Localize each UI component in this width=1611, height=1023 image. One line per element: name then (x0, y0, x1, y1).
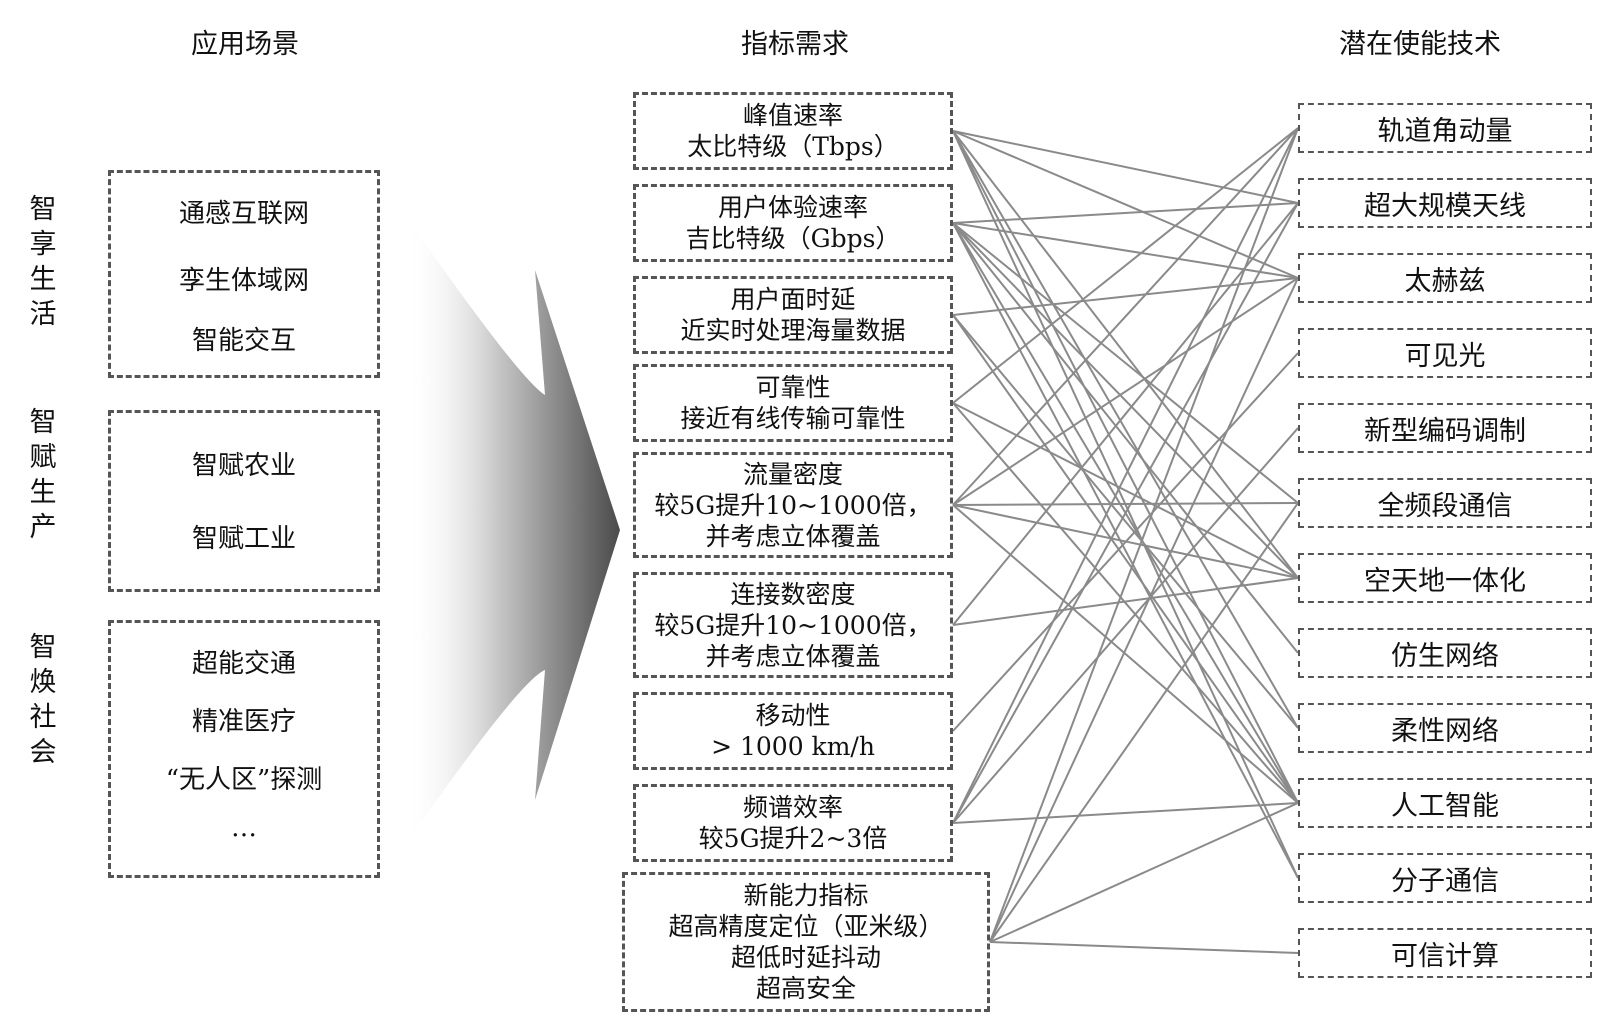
scenario-group-life: 通感互联网 孪生体域网 智能交互 (108, 170, 380, 378)
metric-new-capabilities: 新能力指标 超高精度定位（亚米级） 超低时延抖动 超高安全 (622, 872, 990, 1012)
metric-line: 接近有线传输可靠性 (680, 404, 906, 433)
category-smart-life: 智享生活 (29, 194, 57, 330)
metric-line: 超高精度定位（亚米级） (668, 912, 944, 941)
tech-terahertz: 太赫兹 (1298, 253, 1592, 303)
metric-line: 吉比特级（Gbps） (685, 224, 901, 253)
metric-line: 并考虑立体覆盖 (705, 641, 881, 671)
tech-flexible-network: 柔性网络 (1298, 703, 1592, 753)
metric-line: 用户面时延 (730, 285, 856, 314)
metric-line: 较5G提升2~3倍 (698, 824, 888, 853)
tech-molecular-communication: 分子通信 (1298, 853, 1592, 903)
scenario-group-society: 超能交通 精准医疗 “无人区”探测 … (108, 620, 380, 878)
scenario-item: 通感互联网 (178, 199, 309, 229)
tech-full-spectrum: 全频段通信 (1298, 478, 1592, 528)
metric-peak-rate: 峰值速率 太比特级（Tbps） (633, 92, 953, 170)
tech-new-coding-modulation: 新型编码调制 (1298, 403, 1592, 453)
metric-line: 较5G提升10~1000倍， (654, 490, 932, 520)
metric-connection-density: 连接数密度 较5G提升10~1000倍， 并考虑立体覆盖 (633, 572, 953, 678)
technologies-title: 潜在使能技术 (1339, 29, 1501, 60)
tech-ai: 人工智能 (1298, 778, 1592, 828)
tech-trusted-computing: 可信计算 (1298, 928, 1592, 978)
tech-bionic-network: 仿生网络 (1298, 628, 1592, 678)
metric-spectral-efficiency: 频谱效率 较5G提升2~3倍 (633, 784, 953, 862)
scenario-item: “无人区”探测 (165, 765, 323, 795)
metric-line: 可靠性 (755, 373, 831, 402)
metric-line: 移动性 (755, 701, 831, 730)
metric-line: 频谱效率 (742, 793, 843, 822)
scenarios-title: 应用场景 (191, 29, 299, 60)
metric-line: 太比特级（Tbps） (687, 132, 899, 161)
scenario-item: 孪生体域网 (178, 266, 309, 296)
metric-latency: 用户面时延 近实时处理海量数据 (633, 276, 953, 354)
metric-line: 连接数密度 (730, 579, 856, 609)
metric-line: 用户体验速率 (717, 193, 868, 222)
metrics-title: 指标需求 (741, 29, 849, 60)
metric-line: 并考虑立体覆盖 (705, 521, 881, 551)
metric-line: 超低时延抖动 (730, 943, 881, 972)
metric-mobility: 移动性 > 1000 km/h (633, 692, 953, 770)
metric-line: 流量密度 (742, 459, 843, 489)
metric-reliability: 可靠性 接近有线传输可靠性 (633, 364, 953, 442)
category-smart-production: 智赋生产 (29, 407, 57, 543)
scenario-item: … (231, 813, 257, 843)
scenario-item: 智赋农业 (191, 451, 296, 481)
scenario-item: 精准医疗 (191, 707, 296, 737)
tech-oam: 轨道角动量 (1298, 103, 1592, 153)
category-smart-society: 智焕社会 (29, 632, 57, 768)
scenario-item: 智能交互 (191, 326, 296, 356)
metric-line: 超高安全 (755, 974, 856, 1003)
tech-massive-mimo: 超大规模天线 (1298, 178, 1592, 228)
metric-line: 新能力指标 (743, 881, 869, 910)
tech-visible-light: 可见光 (1298, 328, 1592, 378)
metric-line: 峰值速率 (742, 101, 843, 130)
scenario-item: 智赋工业 (191, 524, 296, 554)
metric-line: 近实时处理海量数据 (680, 316, 906, 345)
scenario-item: 超能交通 (191, 649, 296, 679)
metric-user-rate: 用户体验速率 吉比特级（Gbps） (633, 184, 953, 262)
tech-space-air-ground: 空天地一体化 (1298, 553, 1592, 603)
metric-line: > 1000 km/h (711, 732, 875, 761)
metric-line: 较5G提升10~1000倍， (654, 610, 932, 640)
metric-traffic-density: 流量密度 较5G提升10~1000倍， 并考虑立体覆盖 (633, 452, 953, 558)
scenario-group-production: 智赋农业 智赋工业 (108, 410, 380, 592)
